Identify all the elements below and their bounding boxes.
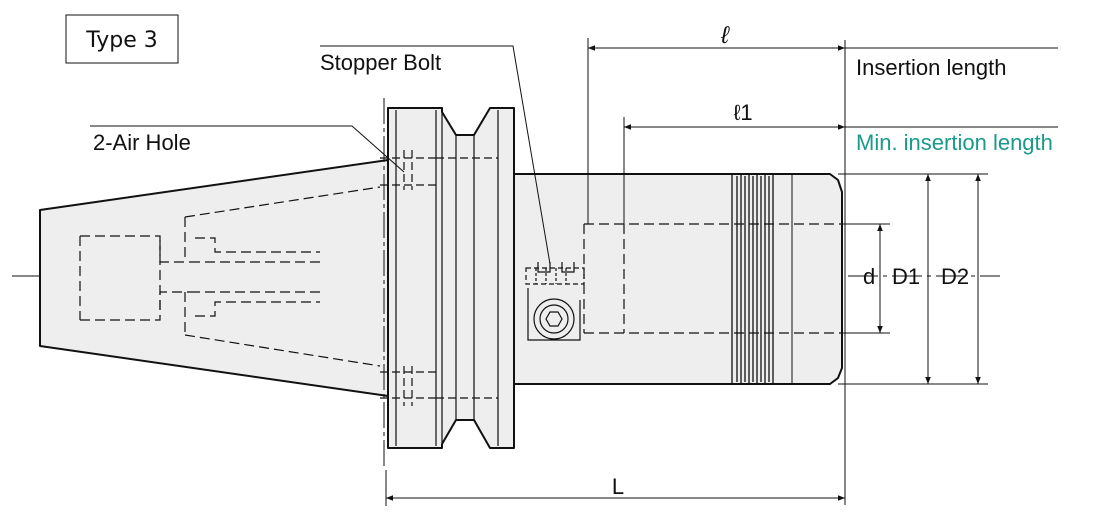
stopper-bolt-label: Stopper Bolt xyxy=(320,50,441,75)
stopper-bolt-leader xyxy=(320,45,551,265)
type-label: Type 3 xyxy=(85,28,158,53)
main-body xyxy=(513,173,843,385)
taper-hidden-lines xyxy=(79,186,381,367)
D2-label: D2 xyxy=(941,264,969,289)
extension-lines xyxy=(385,38,1058,506)
thread-ridges xyxy=(731,174,793,384)
insertion-length-label: Insertion length xyxy=(856,55,1006,80)
min-insertion-length-label: Min. insertion length xyxy=(856,130,1053,155)
D1-label: D1 xyxy=(892,264,920,289)
flange-details xyxy=(395,110,499,446)
dimension-arrows xyxy=(386,45,981,501)
type-box xyxy=(65,14,179,64)
L-label: L xyxy=(612,474,624,499)
air-hole-hidden-lines xyxy=(380,150,498,406)
leader-lines xyxy=(90,45,551,265)
taper-shank xyxy=(39,159,389,397)
air-hole-label: 2-Air Hole xyxy=(93,130,191,155)
ell1-label: ℓ1 xyxy=(733,100,752,125)
ell-label: ℓ xyxy=(720,22,730,49)
stopper-bolt xyxy=(525,262,585,341)
air-hole-leader xyxy=(90,125,405,173)
flange xyxy=(387,107,515,449)
d-label: d xyxy=(863,264,875,289)
bore-hidden-lines xyxy=(583,223,842,334)
